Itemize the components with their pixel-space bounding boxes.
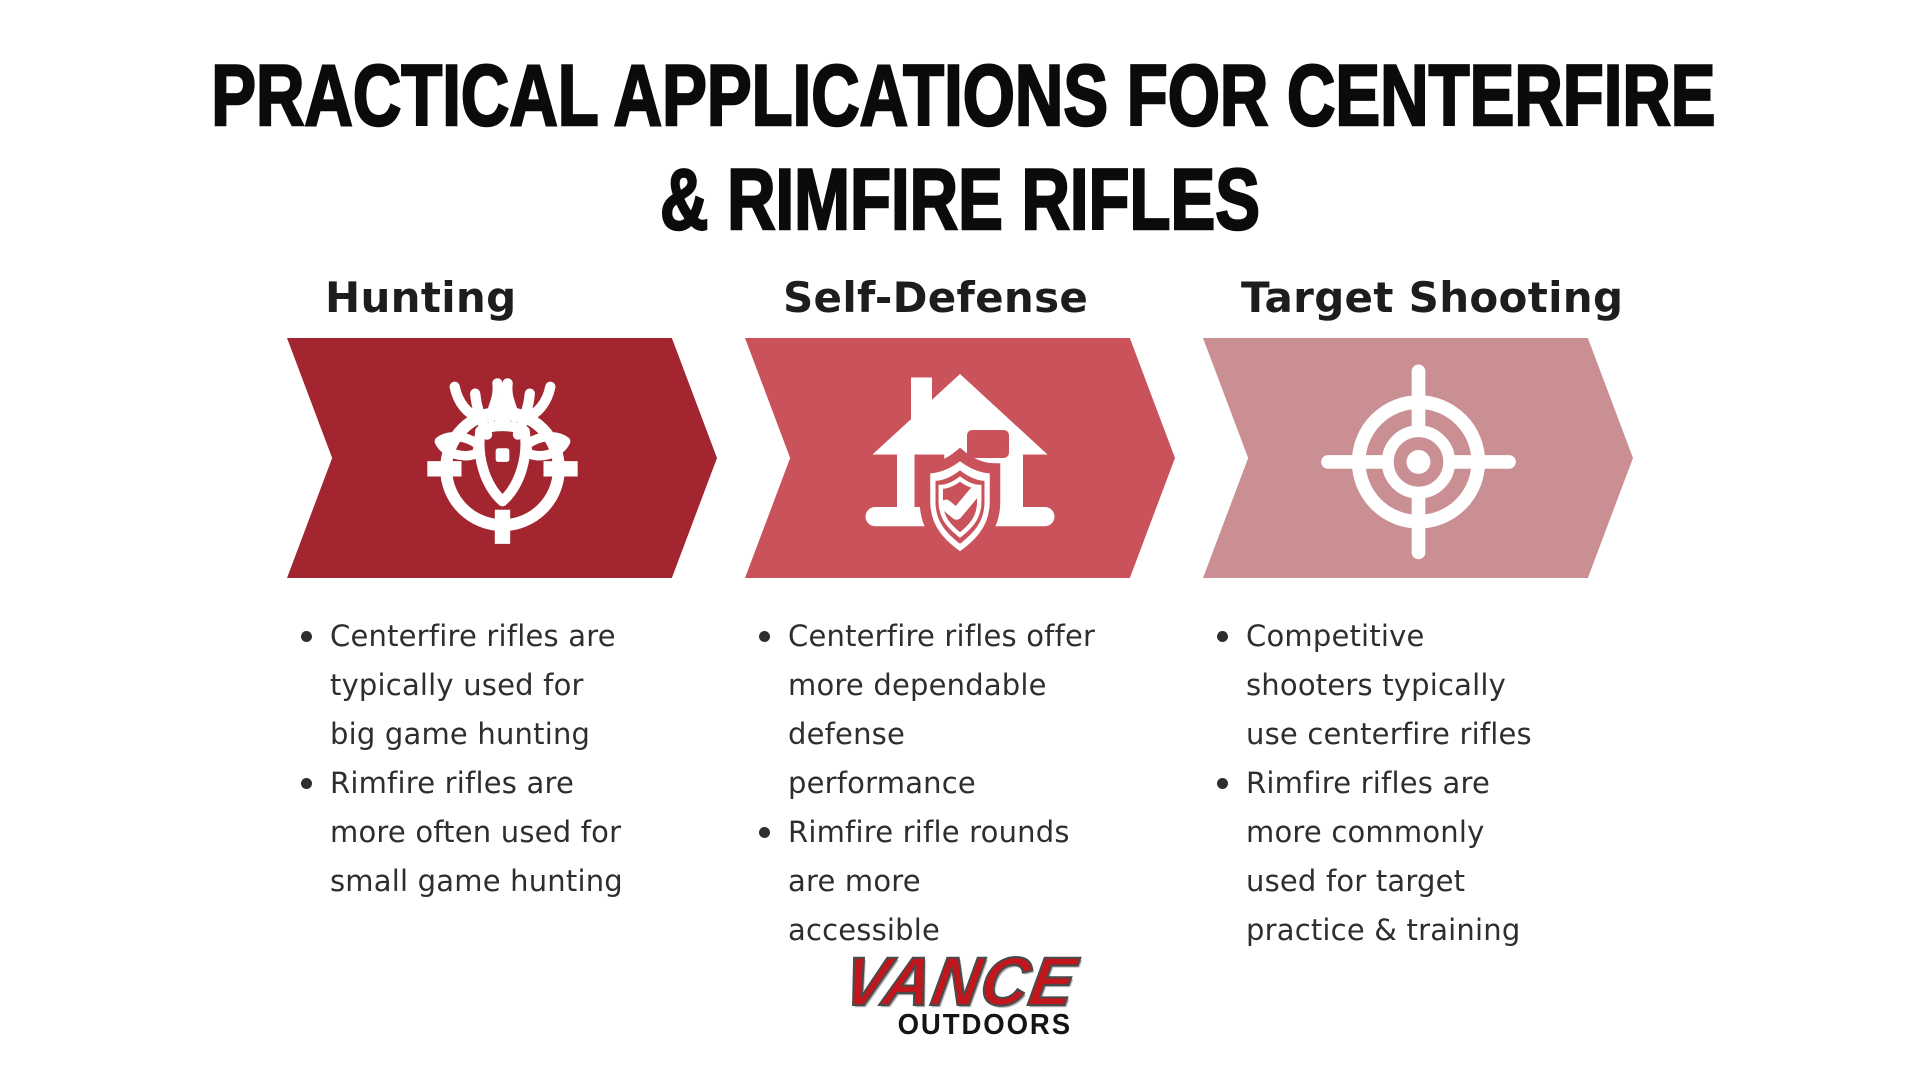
page-title-line-1: PRACTICAL APPLICATIONS FOR CENTERFIRE [210, 47, 1716, 146]
target-shooting-arrow-banner [1203, 338, 1633, 578]
deer-crosshair-icon [426, 377, 578, 544]
bullet-marker [301, 631, 312, 642]
self-defense-arrow-banner [745, 338, 1175, 578]
page-title-line-2: & RIMFIRE RIFLES [659, 151, 1261, 250]
self-defense-bullet-list: Centerfire rifles offer more dependable … [745, 612, 1175, 955]
target-shooting-bullet-list: Competitive shooters typically use cente… [1203, 612, 1633, 955]
column-self-defense-header: Self-Defense [783, 273, 1089, 322]
bullet-text: Rimfire rifles are more often used for s… [330, 766, 623, 898]
bullet-marker [301, 778, 312, 789]
home-shield-check-icon [865, 374, 1055, 563]
bullet-item: Competitive shooters typically use cente… [1217, 612, 1633, 759]
bullet-marker [1217, 631, 1228, 642]
bullet-marker [1217, 778, 1228, 789]
bullet-item: Rimfire rifles are more commonly used fo… [1217, 759, 1633, 955]
bullet-item: Rimfire rifle rounds are more accessible [759, 808, 1175, 955]
logo-brand-text: VANCE [837, 942, 1084, 1021]
logo-sub-text: OUTDOORS [897, 1009, 1072, 1041]
column-self-defense: Self-Defense [745, 272, 1175, 955]
column-target-shooting-header: Target Shooting [1241, 273, 1624, 322]
bullet-marker [759, 631, 770, 642]
bullet-text: Centerfire rifles offer more dependable … [788, 619, 1096, 800]
columns-row: Hunting [0, 272, 1920, 955]
column-hunting-header: Hunting [325, 273, 517, 322]
bullet-text: Competitive shooters typically use cente… [1246, 619, 1532, 751]
bullet-text: Rimfire rifles are more commonly used fo… [1246, 766, 1521, 947]
hunting-bullet-list: Centerfire rifles are typically used for… [287, 612, 717, 906]
bullet-marker [759, 827, 770, 838]
bullet-item: Rimfire rifles are more often used for s… [301, 759, 717, 906]
bullet-item: Centerfire rifles offer more dependable … [759, 612, 1175, 808]
vance-outdoors-logo: VANCE OUTDOORS [837, 942, 1084, 1042]
hunting-arrow-banner [287, 338, 717, 578]
bullet-text: Centerfire rifles are typically used for… [330, 619, 616, 751]
target-crosshair-icon [1320, 364, 1516, 559]
column-hunting: Hunting [287, 272, 717, 955]
bullet-text: Rimfire rifle rounds are more accessible [788, 815, 1070, 947]
column-target-shooting: Target Shooting [1203, 272, 1633, 955]
page-title: PRACTICAL APPLICATIONS FOR CENTERFIRE & … [0, 44, 1920, 252]
bullet-item: Centerfire rifles are typically used for… [301, 612, 717, 759]
